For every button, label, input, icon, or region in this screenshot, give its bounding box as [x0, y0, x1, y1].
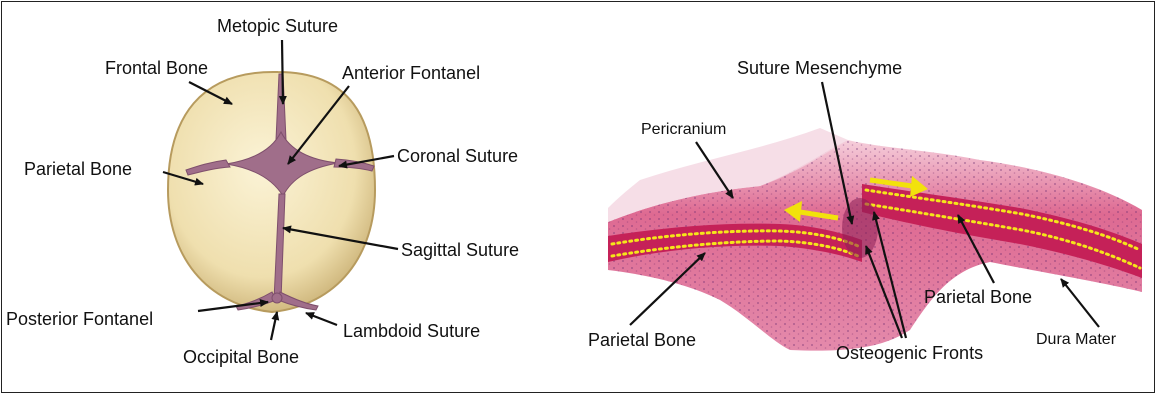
skull-illustration — [168, 72, 375, 312]
label-dura-mater: Dura Mater — [1036, 331, 1117, 348]
label-suture-mesenchyme: Suture Mesenchyme — [737, 58, 902, 78]
label-sagittal-suture: Sagittal Suture — [401, 240, 519, 260]
label-occipital-bone: Occipital Bone — [183, 347, 299, 367]
arrow-metopic — [282, 40, 283, 104]
arrow-occipital — [271, 312, 277, 340]
label-anterior-fontanel: Anterior Fontanel — [342, 63, 480, 83]
label-parietal-bone-skull: Parietal Bone — [24, 159, 132, 179]
label-parietal-bone-left: Parietal Bone — [588, 330, 696, 350]
histology-section — [608, 128, 1142, 351]
skull-outline — [168, 72, 375, 312]
arrow-lambdoid — [306, 313, 337, 325]
label-posterior-fontanel: Posterior Fontanel — [6, 309, 153, 329]
label-lambdoid-suture: Lambdoid Suture — [343, 321, 480, 341]
arrow-dura-mater — [1061, 279, 1099, 327]
label-frontal-bone: Frontal Bone — [105, 58, 208, 78]
label-metopic-suture: Metopic Suture — [217, 16, 338, 36]
label-pericranium: Pericranium — [641, 121, 726, 138]
label-osteogenic-fronts: Osteogenic Fronts — [836, 343, 983, 363]
label-coronal-suture: Coronal Suture — [397, 146, 518, 166]
label-parietal-bone-right: Parietal Bone — [924, 287, 1032, 307]
